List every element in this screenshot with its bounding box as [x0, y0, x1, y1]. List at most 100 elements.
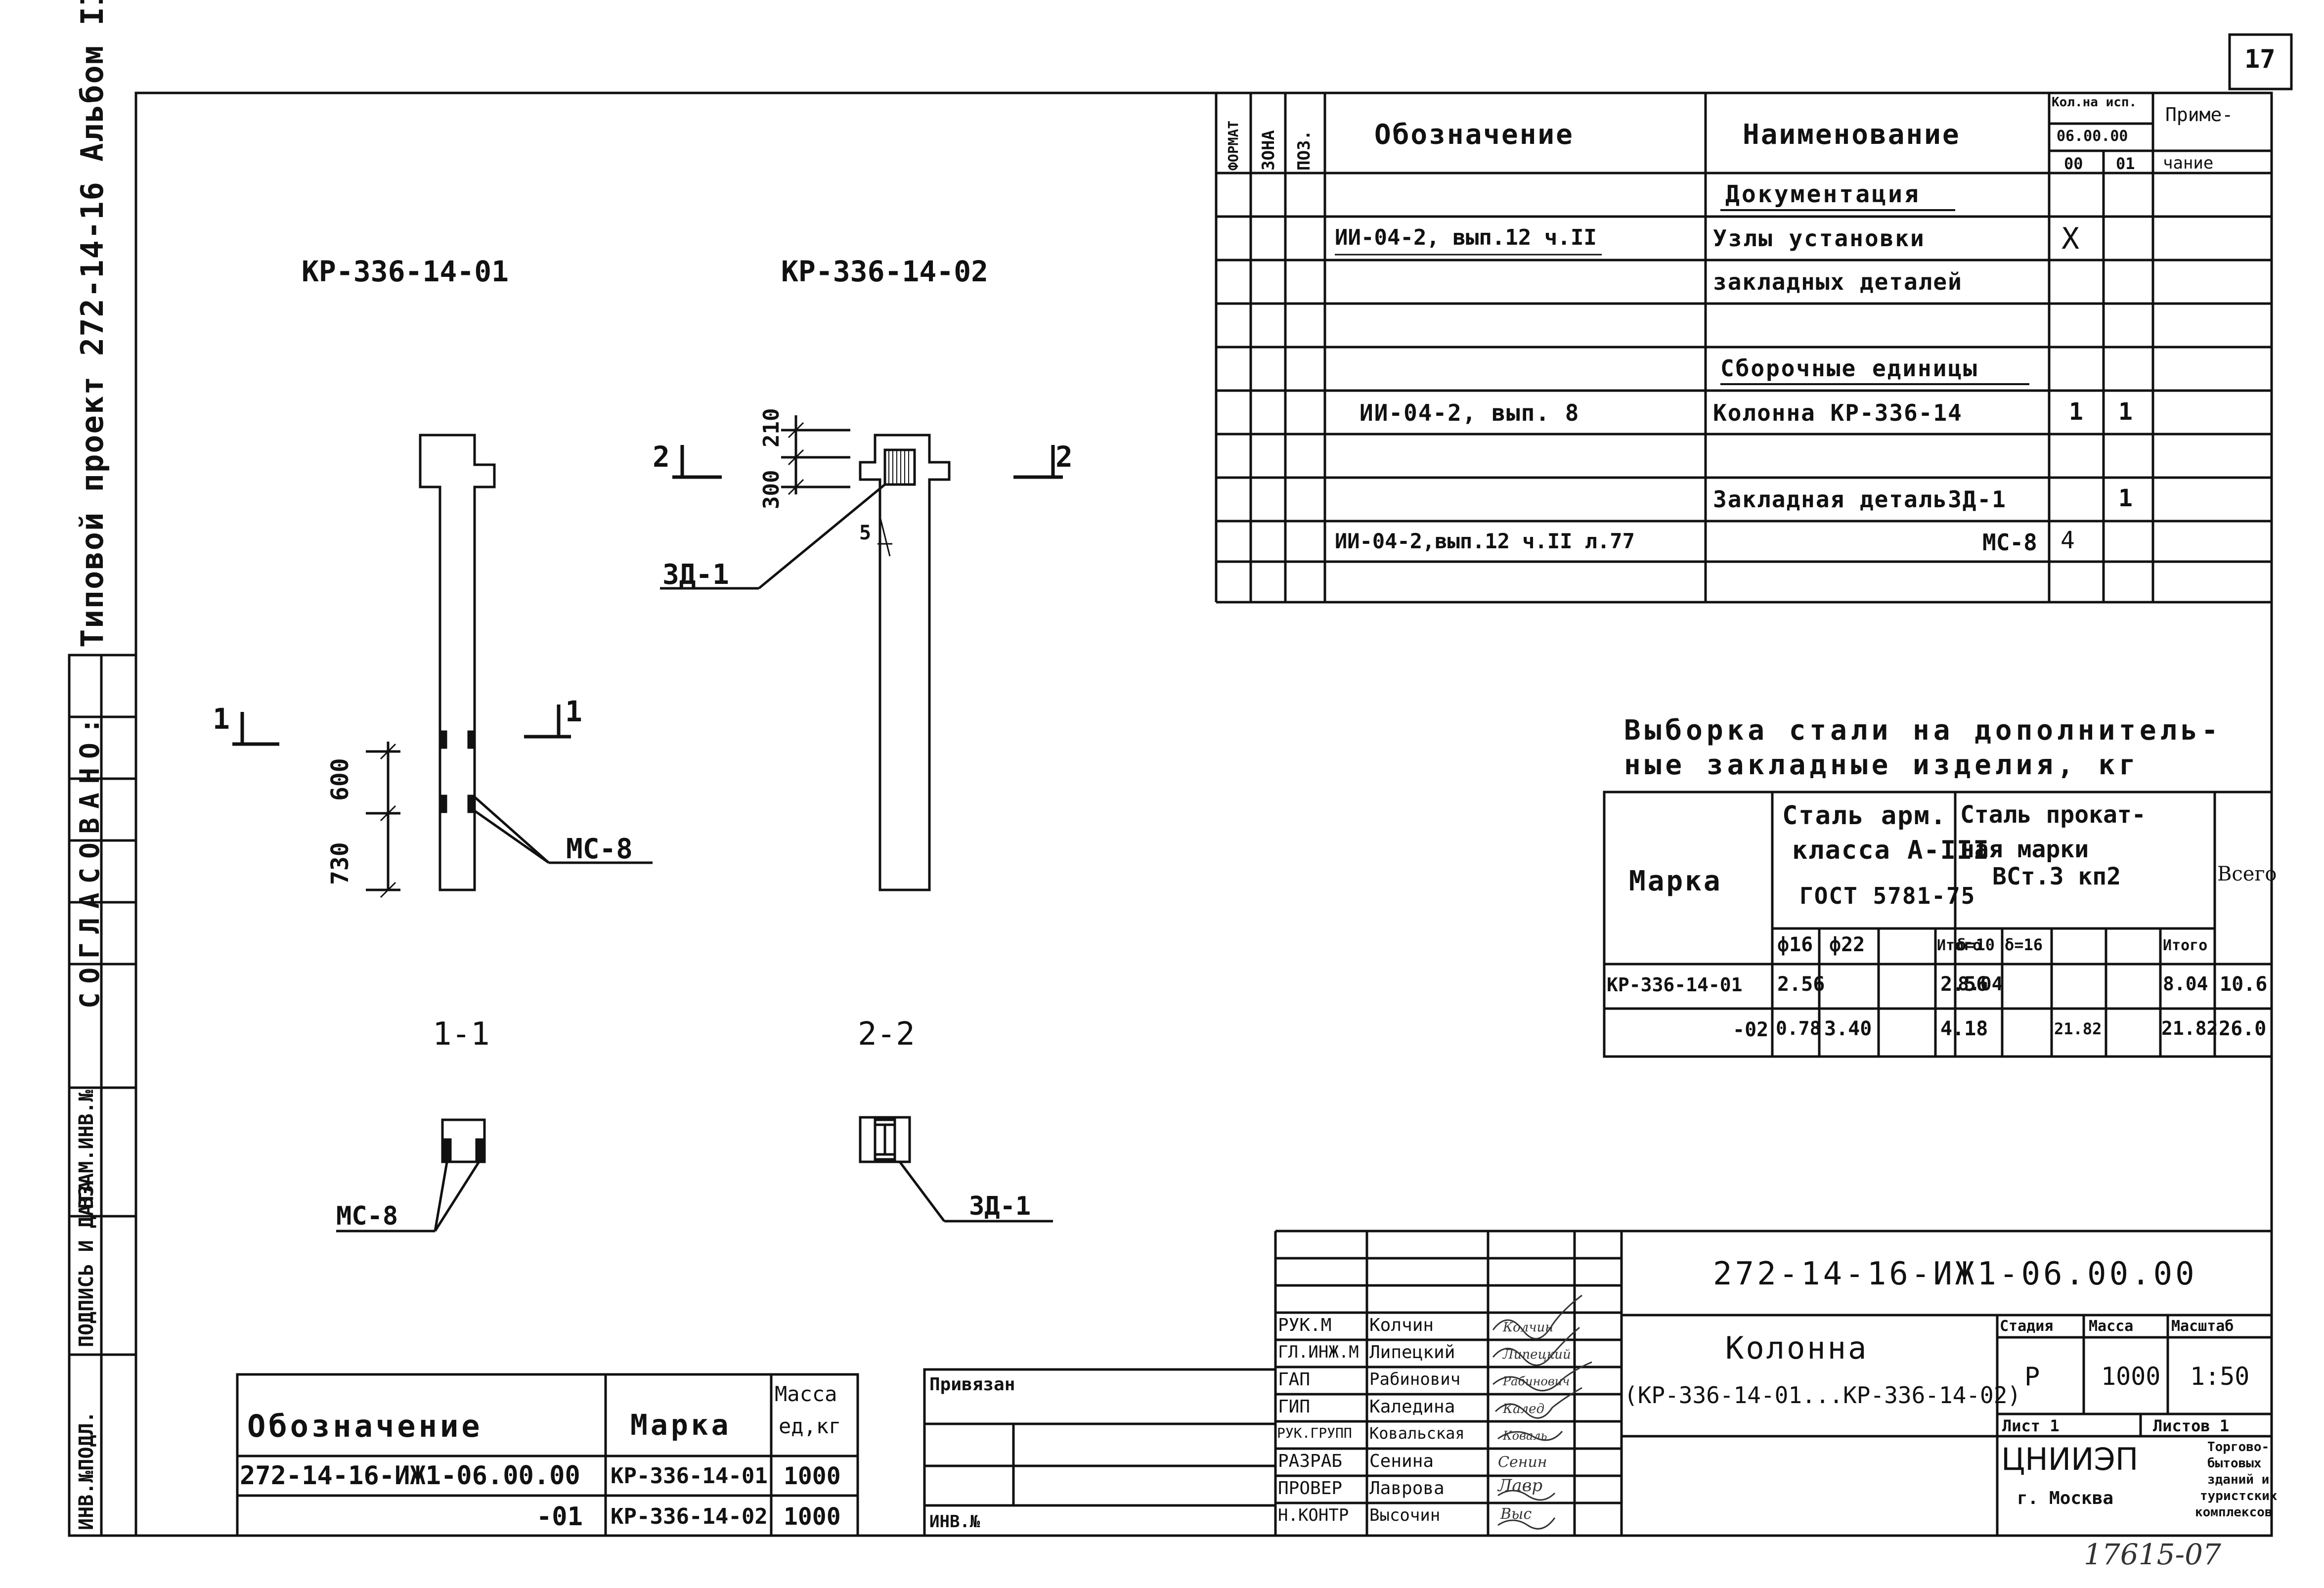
stamp-role: РУК.М: [1278, 1315, 1332, 1335]
stamp-org2-2: бытовых: [2207, 1456, 2262, 1471]
section-mark-2-left: 2: [653, 440, 670, 474]
column-1-label: КР-336-14-01: [302, 255, 509, 288]
steel-header-arm-3: ГОСТ 5781-75: [1799, 882, 1976, 909]
spec-cell-k00: 1: [2069, 398, 2083, 426]
stamp-signature: Сенин: [1498, 1454, 1547, 1471]
spec-header-format: ФОРМАТ: [1225, 120, 1241, 171]
stamp-signature: Рабинович: [1503, 1374, 1570, 1388]
stamp-signature: Липецкий: [1503, 1347, 1571, 1362]
steel-header-prok-1: Сталь прокат-: [1960, 801, 2146, 829]
stamp-role: Н.КОНТР: [1278, 1505, 1349, 1525]
steel-cell: 0.78: [1776, 1017, 1821, 1039]
steel-cell-marka: КР-336-14-01: [1607, 974, 1743, 996]
dim-730: 730: [326, 842, 354, 885]
stamp-signature: Калед: [1503, 1402, 1545, 1416]
footer-number: 17615-07: [2084, 1538, 2221, 1571]
spec-cell-naim: Закладная детальЗД-1: [1713, 486, 2007, 513]
spec-cell-naim: Документация: [1725, 180, 1921, 208]
stamp-name-2: (КР-336-14-01...КР-336-14-02): [1624, 1382, 2021, 1409]
spec-cell-oboz: ИИ-04-2,вып.12 ч.II л.77: [1335, 529, 1635, 553]
side-title: Типовой проект 272-14-16 Альбом III: [74, 0, 110, 648]
section-2-2-title: 2-2: [858, 1016, 915, 1053]
stamp-role: ГАП: [1278, 1369, 1311, 1390]
stamp-org2-1: Торгово-: [2207, 1440, 2270, 1455]
stamp-person-name: Лаврова: [1369, 1478, 1445, 1499]
spec-header-poz: ПОЗ.: [1294, 130, 1314, 171]
stamp-signature: Коваль: [1503, 1429, 1547, 1443]
steel-cell-marka: -02: [1733, 1018, 1769, 1041]
steel-cell: 21.82: [2161, 1017, 2218, 1039]
sheet-number: 17: [2244, 44, 2276, 74]
stamp-masshtab-header: Масштаб: [2171, 1318, 2234, 1335]
stamp-name-1: Колонна: [1725, 1330, 1869, 1366]
steel-cell: 8.04: [1958, 973, 2003, 995]
column-2-label: КР-336-14-02: [781, 255, 989, 288]
steel-sub-itogo-1: Итого: [1937, 937, 1982, 954]
steel-cell: 26.0: [2219, 1017, 2267, 1040]
stamp-person-name: Сенина: [1369, 1451, 1434, 1471]
stamp-role: ГЛ.ИНЖ.М: [1278, 1342, 1359, 1362]
dim-210: 210: [759, 408, 784, 447]
stamp-org2-3: зданий и: [2207, 1472, 2270, 1487]
stamp-person-name: Каледина: [1369, 1397, 1455, 1417]
stamp-person-name: Колчин: [1369, 1315, 1434, 1335]
steel-cell: 8.04: [2163, 973, 2208, 995]
spec-header-naimenovanie: Наименование: [1743, 119, 1961, 151]
steel-cell: 2.56: [1777, 973, 1825, 996]
spec-cell-oboz: ИИ-04-2, вып. 8: [1359, 399, 1580, 426]
spec-header-zona: ЗОНА: [1259, 130, 1278, 171]
stamp-masshtab: 1:50: [2190, 1362, 2250, 1391]
spec-cell-naim: Колонна КР-336-14: [1713, 399, 1963, 426]
steel-title-1: Выборка стали на дополнитель-: [1624, 714, 2222, 747]
stamp-massa: 1000: [2101, 1362, 2161, 1391]
spec-cell-k01: 1: [2118, 398, 2133, 426]
marka-cell-marka: КР-336-14-02: [611, 1504, 768, 1529]
privyazan-label: Привязан: [929, 1374, 1015, 1395]
zd1-label: ЗД-1: [662, 559, 729, 591]
stamp-role: РАЗРАБ: [1278, 1451, 1343, 1471]
spec-header-kol: Кол.на исп.: [2052, 95, 2137, 110]
stamp-person-name: Ковальская: [1369, 1424, 1465, 1443]
steel-sub-d16: δ=16: [2005, 935, 2043, 954]
steel-header-vsego: Всего: [2217, 863, 2277, 885]
steel-header-prok-2: ная марки: [1960, 836, 2089, 863]
spec-header-kol-00: 00: [2064, 154, 2083, 173]
zd1-label-section: ЗД-1: [969, 1191, 1031, 1221]
stamp-signature: Выс: [1500, 1505, 1532, 1523]
stamp-person-name: Рабинович: [1369, 1369, 1461, 1389]
steel-cell: 3.40: [1824, 1017, 1872, 1040]
spec-cell-k00: X: [2061, 221, 2080, 256]
stamp-org: ЦНИИЭП: [2001, 1441, 2139, 1477]
marka-cell-oboz: 272-14-16-ИЖ1-06.00.00: [240, 1461, 580, 1491]
stamp-org2-4: туристских: [2200, 1489, 2278, 1503]
steel-cell: 4.18: [1940, 1017, 1988, 1040]
spec-cell-oboz: ИИ-04-2, вып.12 ч.II: [1335, 225, 1597, 250]
steel-sub-f22: ф22: [1829, 933, 1865, 956]
steel-cell: 2.56: [1940, 973, 1988, 996]
dim-5: 5: [859, 522, 872, 544]
stamp-person-name: Высочин: [1369, 1505, 1441, 1525]
stamp-listov: Листов 1: [2153, 1416, 2230, 1435]
stamp-signature: Лавр: [1498, 1476, 1543, 1496]
steel-header-marka: Марка: [1629, 865, 1722, 897]
stamp-person-name: Липецкий: [1369, 1342, 1455, 1363]
stamp-org2-5: комплексов: [2195, 1505, 2273, 1520]
spec-cell-naim: Сборочные единицы: [1720, 355, 1978, 382]
spec-cell-naim: МС-8: [1982, 529, 2037, 556]
steel-sub-f16: ф16: [1777, 933, 1813, 956]
steel-title-2: ные закладные изделия, кг: [1624, 749, 2140, 781]
spec-header-primechanie-1: Приме-: [2165, 104, 2234, 126]
stamp-doc-code: 272-14-16-ИЖ1-06.00.00: [1713, 1256, 2197, 1292]
section-mark-1-right: 1: [565, 695, 582, 728]
spec-header-primechanie-2: чание: [2163, 153, 2214, 173]
spec-cell-k01: 1: [2118, 485, 2133, 512]
stamp-role: ГИП: [1278, 1397, 1311, 1417]
dim-300: 300: [759, 470, 784, 509]
inv-podl-label: ИНВ.№ПОДЛ.: [75, 1411, 98, 1530]
steel-header-arm-2: класса А-III: [1792, 836, 1990, 865]
steel-cell: 10.6: [2220, 973, 2268, 996]
marka-header-massa-2: ед,кг: [779, 1414, 841, 1438]
spec-cell-k00: 4: [2061, 527, 2075, 554]
ms8-label: МС-8: [566, 833, 633, 865]
steel-header-arm-1: Сталь арм.: [1782, 801, 1947, 831]
